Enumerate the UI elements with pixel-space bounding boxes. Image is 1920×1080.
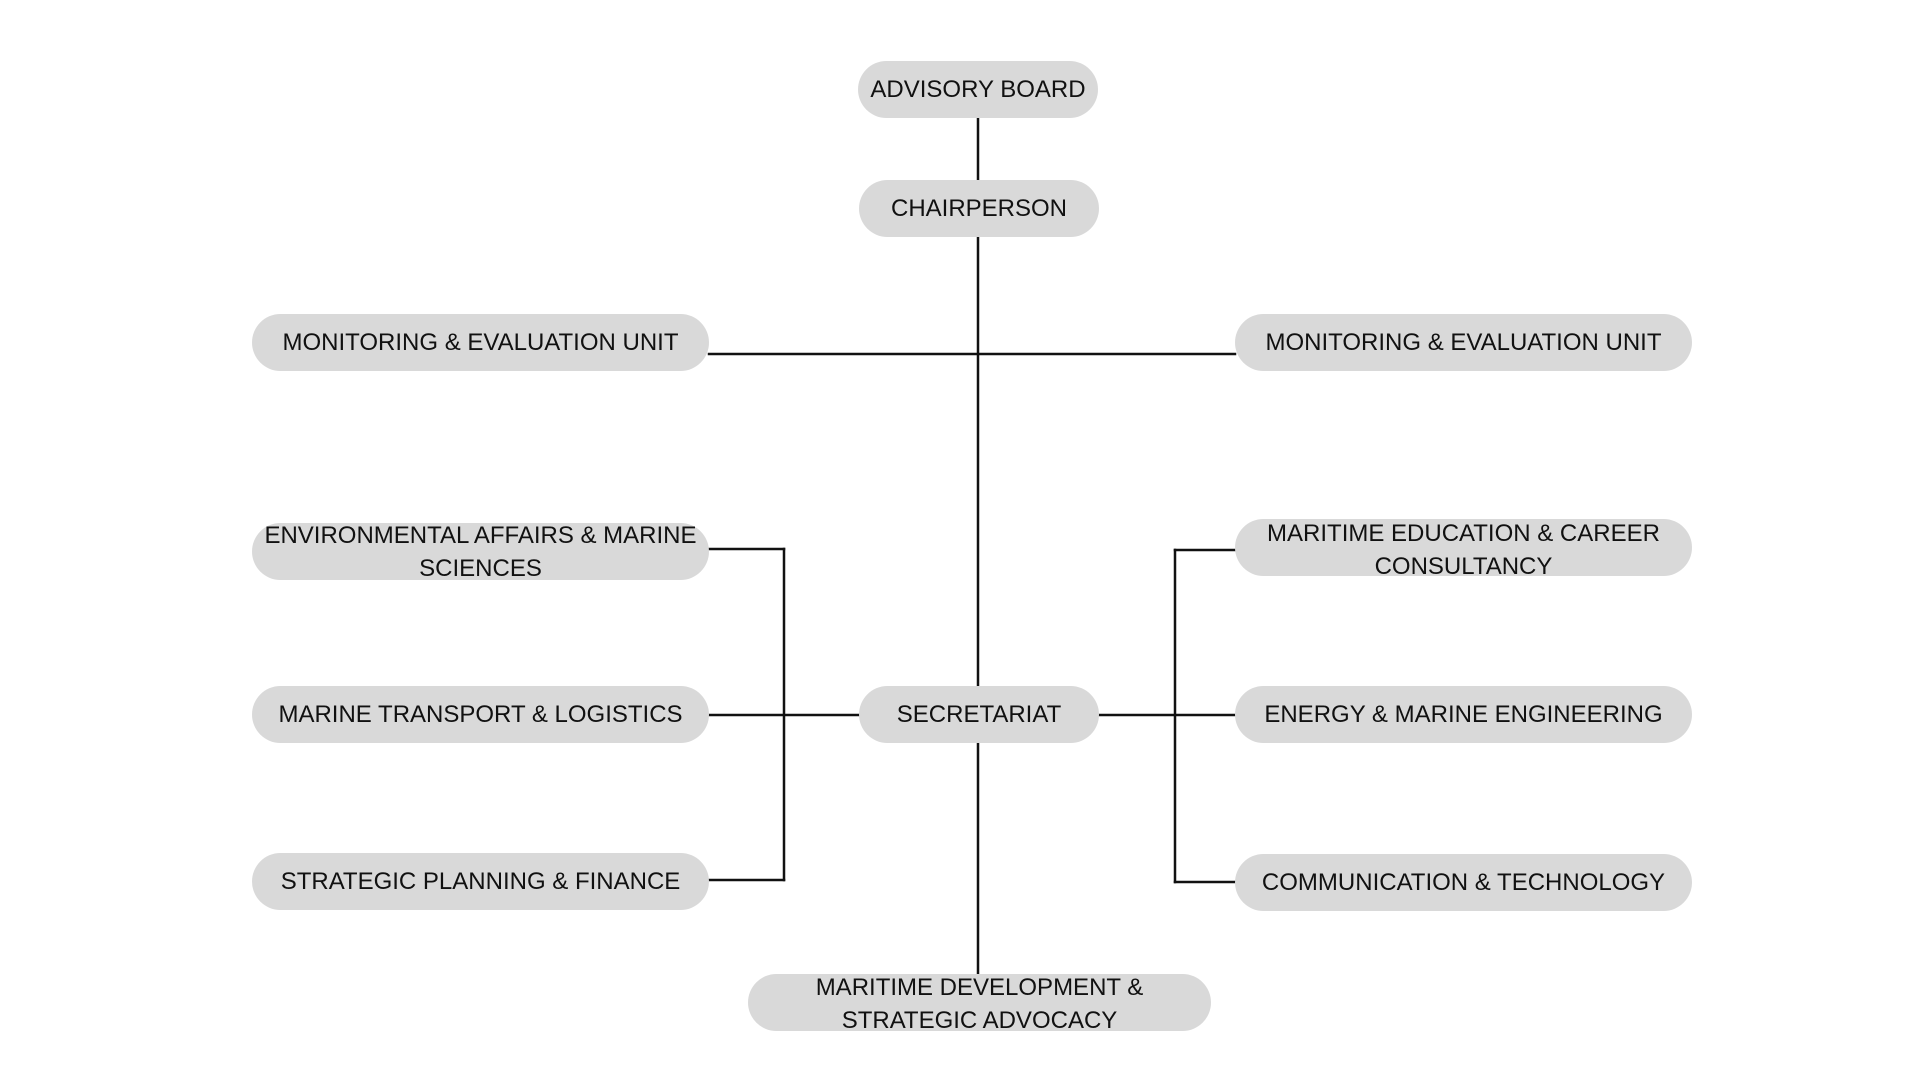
- node-environmental-affairs-label: ENVIRONMENTAL AFFAIRS & MARINE SCIENCES: [264, 522, 697, 582]
- node-maritime-education: MARITIME EDUCATION & CAREER CONSULTANCY: [1235, 519, 1692, 580]
- node-maritime-development-label: MARITIME DEVELOPMENT & STRATEGIC ADVOCAC…: [815, 974, 1144, 1034]
- node-monitoring-right-label: MONITORING & EVALUATION UNIT: [1265, 329, 1662, 356]
- node-marine-transport: MARINE TRANSPORT & LOGISTICS: [252, 686, 709, 743]
- node-monitoring-right: MONITORING & EVALUATION UNIT: [1235, 314, 1692, 371]
- node-monitoring-left: MONITORING & EVALUATION UNIT: [252, 314, 709, 371]
- node-maritime-development: MARITIME DEVELOPMENT & STRATEGIC ADVOCAC…: [748, 974, 1211, 1034]
- node-energy-marine-engineering-label: ENERGY & MARINE ENGINEERING: [1264, 701, 1663, 728]
- node-advisory-board: ADVISORY BOARD: [858, 61, 1098, 118]
- node-chairperson-label: CHAIRPERSON: [890, 195, 1068, 222]
- node-marine-transport-label: MARINE TRANSPORT & LOGISTICS: [278, 701, 683, 728]
- node-monitoring-left-label: MONITORING & EVALUATION UNIT: [282, 329, 679, 356]
- node-strategic-planning-label: STRATEGIC PLANNING & FINANCE: [280, 868, 681, 895]
- node-secretariat-label: SECRETARIAT: [896, 701, 1062, 728]
- node-communication-technology-label: COMMUNICATION & TECHNOLOGY: [1261, 869, 1666, 896]
- node-chairperson: CHAIRPERSON: [859, 180, 1099, 237]
- node-strategic-planning: STRATEGIC PLANNING & FINANCE: [252, 853, 709, 910]
- node-communication-technology: COMMUNICATION & TECHNOLOGY: [1235, 854, 1692, 911]
- node-advisory-board-label: ADVISORY BOARD: [870, 76, 1086, 103]
- node-maritime-education-label: MARITIME EDUCATION & CAREER CONSULTANCY: [1267, 520, 1660, 580]
- node-energy-marine-engineering: ENERGY & MARINE ENGINEERING: [1235, 686, 1692, 743]
- node-secretariat: SECRETARIAT: [859, 686, 1099, 743]
- node-environmental-affairs: ENVIRONMENTAL AFFAIRS & MARINE SCIENCES: [252, 522, 709, 582]
